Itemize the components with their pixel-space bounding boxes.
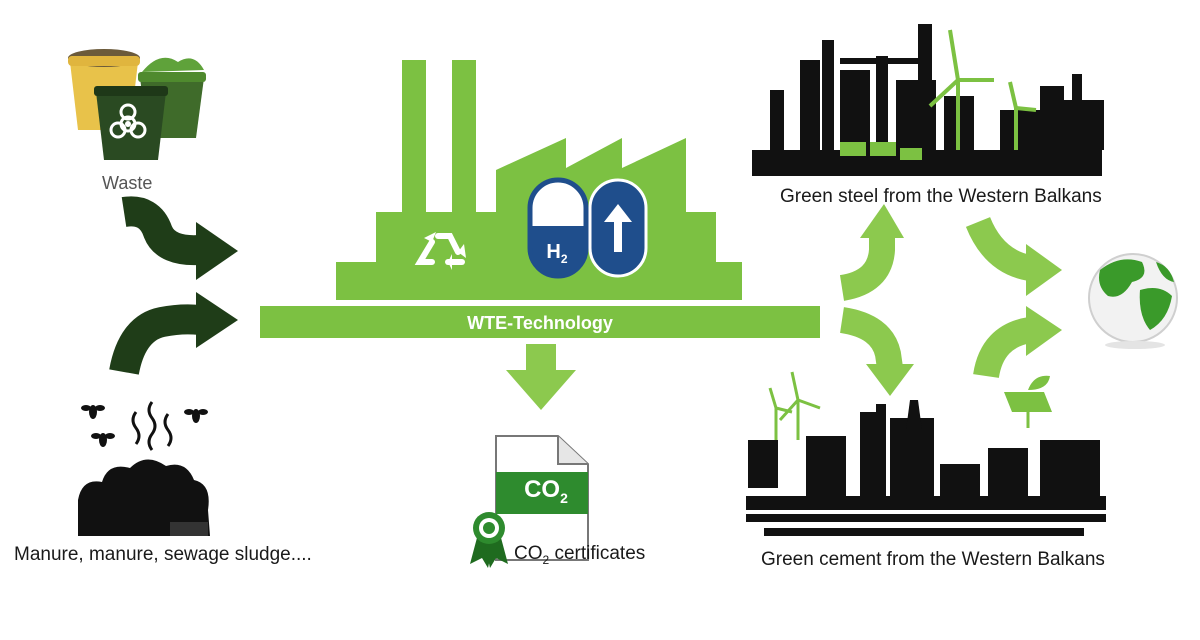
cement-solar-panel-icon	[1004, 375, 1052, 428]
dark-arrow-top	[121, 196, 238, 280]
wind-turbine-icon	[928, 29, 1037, 150]
green-steel-label: Green steel from the Western Balkans	[780, 186, 1102, 207]
recycle-icon	[414, 232, 466, 270]
co2-document-icon	[495, 435, 589, 561]
steel-plant-silhouette	[752, 24, 1104, 176]
co2-document-text: CO2	[500, 476, 592, 506]
co2-cert-suffix: certificates	[549, 543, 646, 564]
co2-certificates-label: CO2 certificates	[514, 543, 645, 567]
h2-sub: 2	[560, 252, 568, 266]
rosette-icon	[470, 512, 508, 568]
cement-turbines	[768, 371, 821, 440]
waste-bins-icon	[68, 49, 206, 160]
co2-cert-prefix: CO	[514, 543, 543, 564]
h2-label: H2	[533, 241, 581, 266]
green-cement-label: Green cement from the Western Balkans	[761, 549, 1105, 570]
arrow-to-steel	[839, 204, 904, 301]
wte-bar	[260, 306, 820, 338]
biohazard-icon	[109, 103, 147, 139]
down-arrow	[506, 344, 576, 410]
wte-technology-label: WTE-Technology	[467, 313, 613, 333]
co2-doc-sub: 2	[560, 489, 568, 506]
up-arrow-icon	[604, 204, 632, 252]
arrow-steel-to-globe	[965, 216, 1062, 296]
h2-main: H	[546, 241, 561, 263]
dark-arrow-bottom	[109, 292, 238, 376]
co2-doc-main: CO	[524, 476, 561, 503]
cement-plant-silhouette	[746, 400, 1106, 536]
arrow-to-cement	[839, 307, 914, 396]
solar-panel-icon	[840, 142, 922, 160]
co2-cert-sub: 2	[542, 552, 550, 567]
waste-label: Waste	[102, 173, 153, 193]
manure-label: Manure, manure, sewage sludge....	[14, 544, 312, 565]
manure-pile-icon	[78, 401, 210, 536]
earth-globe-icon	[1088, 253, 1178, 349]
arrow-cement-to-globe	[973, 306, 1062, 379]
fly-icon	[81, 405, 208, 447]
